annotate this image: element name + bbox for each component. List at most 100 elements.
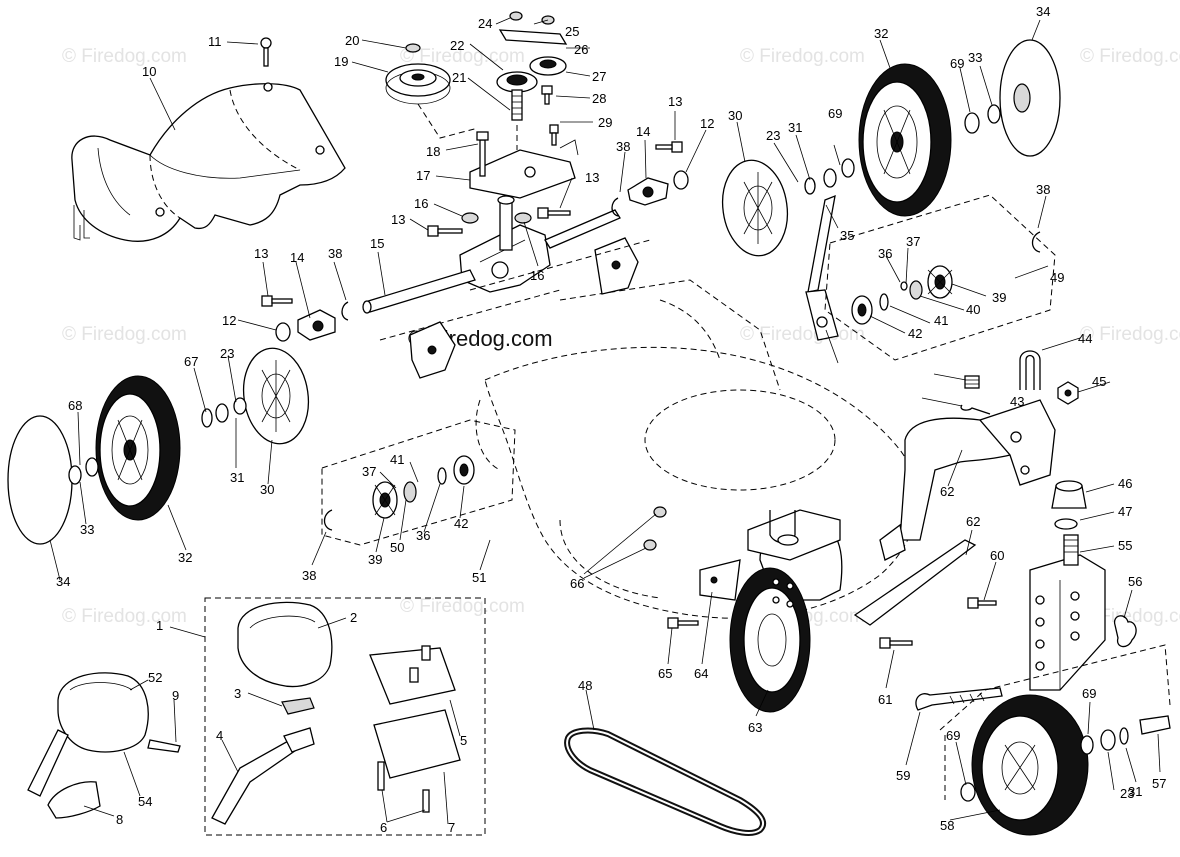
watermark: © Firedog.com: [62, 606, 187, 627]
bolt: [261, 295, 293, 307]
part-label: 39: [992, 290, 1006, 305]
part-label: 60: [990, 548, 1004, 563]
pulley-27: [529, 56, 567, 76]
part-label: 55: [1118, 538, 1132, 553]
nut-20: [405, 43, 421, 53]
part-label: 46: [1118, 476, 1132, 491]
part-label: 30: [260, 482, 274, 497]
part-label: 9: [172, 688, 179, 703]
watermark: © Firedog.com: [740, 324, 865, 345]
part-label: 18: [426, 144, 440, 159]
idler-bracket: [469, 124, 579, 199]
part-label: 36: [416, 528, 430, 543]
bracket-26: [498, 11, 568, 45]
wheel-cover-30: [242, 347, 310, 445]
part-label: 16: [530, 268, 544, 283]
height-adjuster-57: [1029, 534, 1106, 691]
part-label: 22: [450, 38, 464, 53]
part-label: 29: [598, 115, 612, 130]
part-label: 62: [940, 484, 954, 499]
wheel-cover-30: [721, 159, 789, 257]
front-axle-63: [853, 523, 977, 626]
part-label: 3: [234, 686, 241, 701]
part-label: 26: [574, 42, 588, 57]
gear-assembly-51: [824, 194, 1056, 361]
bolt: [537, 207, 571, 219]
leader-lines: [49, 17, 1161, 825]
rear-shield: [71, 82, 346, 242]
watermark: © Firedog.com: [400, 596, 525, 617]
part-label: 28: [592, 91, 606, 106]
part-labels: 1 2 3 4 5 6 7 8 9 10 11 12 12 13 13 13 1…: [56, 4, 1166, 835]
part-label: 15: [370, 236, 384, 251]
part-label: 64: [694, 666, 708, 681]
u-bolt-46: [1019, 350, 1041, 390]
rear-wheel-32-right: [858, 63, 952, 217]
part-label: 51: [472, 570, 486, 585]
part-label: 16: [414, 196, 428, 211]
rear-wheel-32-left: [95, 375, 181, 521]
washers: [68, 104, 1001, 485]
part-label: 69: [1082, 686, 1096, 701]
cap-49: [1051, 480, 1087, 509]
handle-parts-box: [204, 597, 486, 836]
part-label: 31: [230, 470, 244, 485]
part-label: 5: [460, 733, 467, 748]
part-label: 66: [570, 576, 584, 591]
part-label: 65: [658, 666, 672, 681]
part-label: 20: [345, 33, 359, 48]
part-label: 63: [748, 720, 762, 735]
spring-45: [964, 375, 980, 389]
part-label: 35: [840, 228, 854, 243]
ring-12: [275, 170, 689, 342]
pulley-22: [496, 71, 538, 121]
part-label: 4: [216, 728, 223, 743]
axle-15: [362, 209, 621, 314]
part-label: 43: [1010, 394, 1024, 409]
part-label: 38: [616, 139, 630, 154]
part-label: 37: [906, 234, 920, 249]
part-label: 38: [1036, 182, 1050, 197]
bolt-28: [541, 85, 553, 105]
part-label: 17: [416, 168, 430, 183]
wheel-bracket-66: [699, 559, 741, 601]
bolt: [427, 225, 463, 237]
bearing-14: [297, 309, 336, 341]
bolt-67: [667, 617, 699, 629]
bolt-61: [915, 687, 1003, 711]
part-label: 42: [908, 326, 922, 341]
clip-38: [323, 197, 1041, 531]
part-label: 31: [788, 120, 802, 135]
wing-nut-58: [1113, 615, 1137, 648]
part-label: 69: [950, 56, 964, 71]
part-label: 24: [478, 16, 492, 31]
part-label: 39: [368, 552, 382, 567]
watermark: © Firedog.com: [1080, 46, 1180, 67]
watermark: © Firedog.com: [400, 46, 525, 67]
part-label: 32: [874, 26, 888, 41]
part-label: 8: [116, 812, 123, 827]
part-label: 40: [966, 302, 980, 317]
part-label: 7: [448, 820, 455, 835]
nut-47: [1057, 381, 1079, 405]
height-lever-35: [805, 194, 839, 341]
part-label: 48: [578, 678, 592, 693]
part-label: 36: [878, 246, 892, 261]
part-label: 33: [80, 522, 94, 537]
part-label: 52: [148, 670, 162, 685]
front-wheel-65: [729, 509, 843, 713]
watermark: © Firedog.com: [62, 46, 187, 67]
hubcap-34: [7, 415, 73, 545]
part-label: 13: [254, 246, 268, 261]
part-label: 68: [68, 398, 82, 413]
front-wheel-60: [971, 694, 1089, 836]
part-label: 41: [390, 452, 404, 467]
part-label: 38: [302, 568, 316, 583]
part-label: 33: [968, 50, 982, 65]
part-label: 1: [156, 618, 163, 633]
part-label: 12: [222, 313, 236, 328]
part-label: 21: [452, 70, 466, 85]
gear-assembly-54: [321, 419, 516, 546]
part-label: 14: [290, 250, 304, 265]
part-label: 62: [966, 514, 980, 529]
